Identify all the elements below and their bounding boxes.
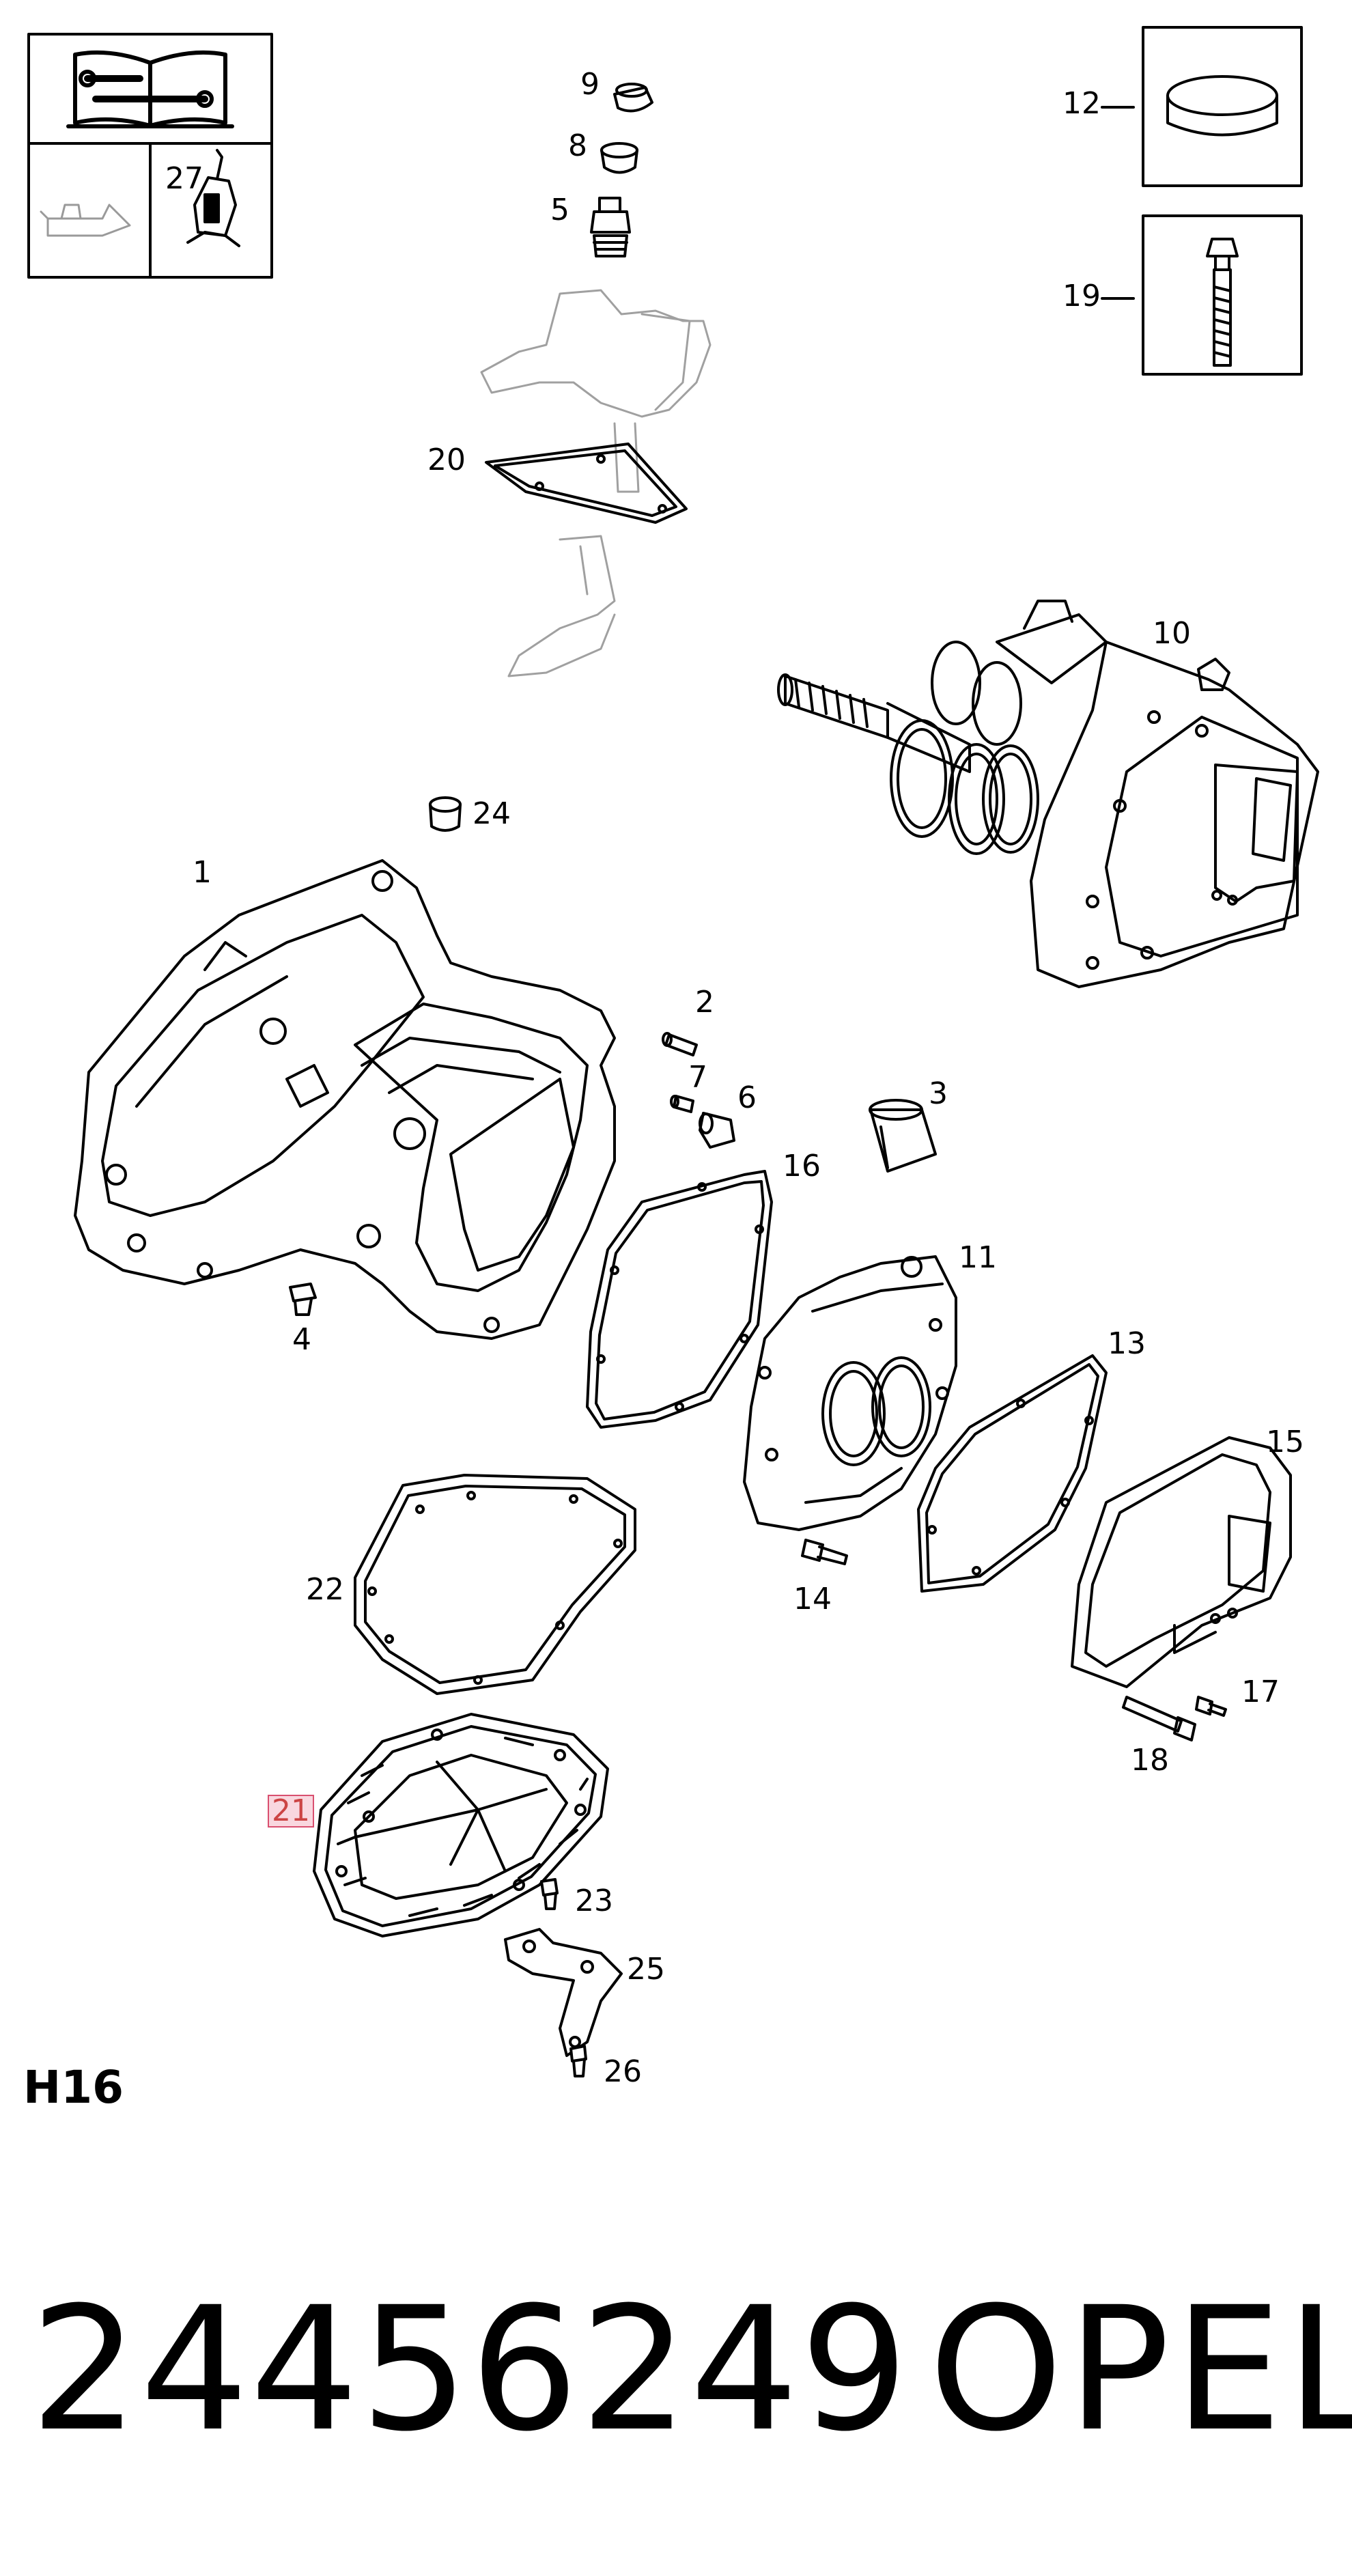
callout-19: 19: [1062, 279, 1101, 313]
gasket-13: [917, 1354, 1108, 1593]
oil-pan-21: [313, 1713, 609, 1937]
callout-3: 3: [929, 1076, 948, 1111]
part-6-nut: [699, 1112, 735, 1149]
brand-name: OPEL: [929, 2270, 1352, 2469]
callout-26: 26: [604, 2054, 642, 2089]
section-code: H16: [23, 2061, 124, 2114]
part-5-switch: [590, 197, 631, 257]
callout-22: 22: [306, 1572, 344, 1607]
ghost-shift-housing: [480, 289, 712, 677]
callout-15: 15: [1266, 1425, 1304, 1459]
workshop-manual-icon: [66, 50, 234, 128]
gasket-22: [354, 1474, 636, 1695]
part-4-plug: [289, 1283, 317, 1316]
callout-9: 9: [580, 67, 600, 102]
callout-1: 1: [193, 855, 212, 890]
part-8-seal: [600, 142, 638, 174]
part-2-pin: [662, 1032, 698, 1056]
callout-6: 6: [737, 1080, 757, 1115]
part-26-screw: [569, 2045, 587, 2077]
callout-12: 12: [1062, 86, 1101, 121]
part-14-bolt: [801, 1539, 848, 1565]
callout-24: 24: [473, 796, 511, 831]
callout-25: 25: [627, 1952, 665, 1987]
callout-27: 27: [165, 161, 203, 196]
callout-4: 4: [292, 1322, 311, 1357]
oil-can-icon: [40, 204, 131, 237]
callout-14: 14: [793, 1582, 832, 1616]
part-12-box: [1101, 26, 1303, 187]
legend-box: [27, 33, 273, 279]
housing-11: [743, 1255, 957, 1531]
callout-5: 5: [550, 193, 569, 227]
callout-11: 11: [959, 1240, 997, 1275]
part-19-box: [1101, 214, 1303, 376]
callout-13: 13: [1108, 1326, 1146, 1361]
part-24-ring: [429, 796, 462, 832]
callout-17: 17: [1241, 1675, 1280, 1709]
part-7-pin: [670, 1095, 694, 1113]
part-9-cap: [613, 83, 653, 113]
callout-7: 7: [688, 1060, 707, 1095]
gasket-16: [586, 1170, 773, 1429]
part-23-bolt: [540, 1878, 559, 1910]
callout-8: 8: [568, 128, 587, 163]
callout-16: 16: [783, 1149, 821, 1184]
part-17-bolt: [1195, 1696, 1227, 1717]
callout-21-highlighted[interactable]: 21: [268, 1795, 314, 1828]
callout-20: 20: [427, 443, 466, 477]
callout-23: 23: [575, 1884, 613, 1918]
gasket-20: [485, 443, 688, 524]
cap-plug-12: [1166, 75, 1278, 137]
part-number: 24456249: [30, 2270, 910, 2469]
housing-1: [74, 859, 616, 1340]
bracket-25: [504, 1928, 623, 2057]
gear-cluster-10: [777, 600, 1319, 988]
bolt-19: [1206, 238, 1239, 367]
part-18-bolt: [1122, 1696, 1196, 1741]
part-3-bush: [869, 1099, 937, 1173]
cover-15: [1071, 1436, 1292, 1688]
callout-18: 18: [1131, 1743, 1169, 1778]
sealant-tube-icon: [186, 149, 240, 247]
callout-10: 10: [1153, 616, 1191, 651]
callout-2: 2: [695, 985, 714, 1020]
